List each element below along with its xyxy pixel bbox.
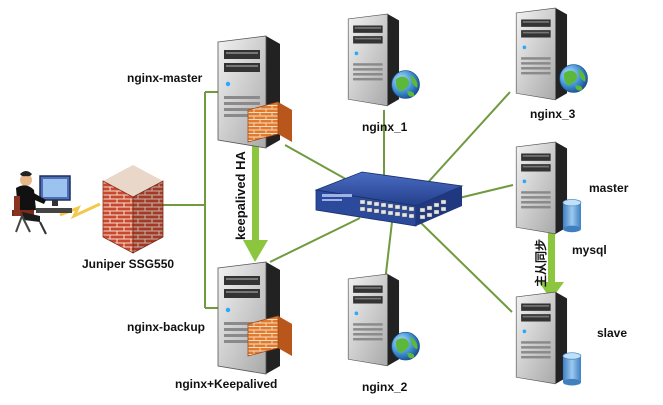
- link-slave-switch: [419, 221, 513, 313]
- brick-firewall-icon: [102, 165, 164, 254]
- server-globe-icon: [515, 7, 588, 101]
- nginx-backup-label: nginx-backup: [127, 320, 205, 334]
- server-globe-icon: [347, 13, 420, 107]
- nginx-1-label: nginx_1: [362, 120, 408, 134]
- server-firewall-icon: [217, 261, 293, 375]
- master-slave-sync-arrow: [539, 230, 564, 300]
- nginx-master-label: nginx-master: [127, 71, 203, 85]
- mysql-slave-label: slave: [597, 326, 627, 340]
- keepalived-ha-arrow: [243, 145, 268, 262]
- server-firewall-icon: [217, 35, 293, 149]
- nginx-2-label: nginx_2: [362, 380, 408, 394]
- nginx-keepalived-label: nginx+Keepalived: [175, 377, 277, 391]
- firewall-label: Juniper SSG550: [82, 257, 174, 271]
- mysql-label: mysql: [572, 243, 607, 257]
- server-database-icon: [515, 141, 582, 235]
- server-globe-icon: [347, 273, 420, 367]
- network-switch-icon: [314, 171, 464, 227]
- nginx-3-label: nginx_3: [530, 107, 576, 121]
- keepalived-ha-label: keepalived HA: [233, 151, 248, 240]
- server-database-icon: [515, 291, 582, 386]
- link-backup-switch: [269, 217, 361, 263]
- mysql-master-label: master: [589, 181, 629, 195]
- master-slave-sync-label: 主从同步: [533, 239, 548, 287]
- user-workstation-icon: [12, 171, 72, 235]
